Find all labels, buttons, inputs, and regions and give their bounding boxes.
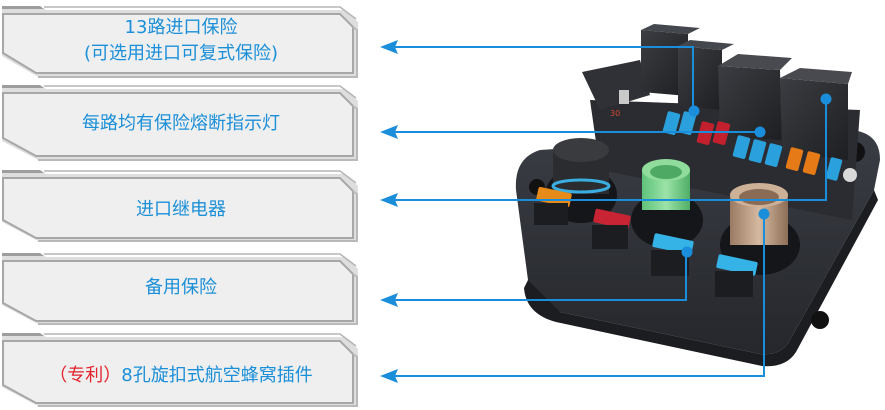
arrow-left-icon xyxy=(380,293,398,307)
anchor-dot xyxy=(758,208,770,220)
callout-title: 8孔旋扣式航空蜂窝插件 xyxy=(121,365,313,386)
callout-relays: 进口继电器 xyxy=(0,170,362,252)
callout-fuse-indicator: 每路均有保险熔断指示灯 xyxy=(0,85,362,167)
callout-title: 进口继电器 xyxy=(136,199,226,220)
callout-inlet-fuses: 13路进口保险 (可选用进口可复式保险) xyxy=(0,0,362,82)
callout-spare-fuses: 备用保险 xyxy=(0,253,362,331)
callout-title: 每路均有保险熔断指示灯 xyxy=(82,113,280,134)
arrow-left-icon xyxy=(380,125,398,139)
leader-line-spare-fuses xyxy=(393,252,687,301)
callout-subtitle: (可选用进口可复式保险) xyxy=(83,43,279,64)
leader-lines xyxy=(393,46,827,377)
callout-frame xyxy=(2,333,358,407)
anchor-dot xyxy=(820,93,832,105)
arrow-left-icon xyxy=(380,193,398,207)
callout-title: 13路进口保险 xyxy=(124,17,238,38)
arrow-left-icon xyxy=(380,40,398,54)
arrow-left-icon xyxy=(380,369,398,383)
inlet-fuses xyxy=(662,111,857,182)
callout-frame xyxy=(2,253,358,325)
anchor-dot xyxy=(754,126,766,138)
arrowheads xyxy=(380,40,398,383)
callout-frame xyxy=(2,6,358,78)
callout-connector: （专利）8孔旋扣式航空蜂窝插件 xyxy=(0,333,362,410)
callout-frame xyxy=(2,85,358,161)
anchor-dot xyxy=(688,105,700,117)
leader-line-inlet-fuses xyxy=(393,46,694,110)
rack-marking: 30 xyxy=(610,109,620,118)
callout-title: 备用保险 xyxy=(145,277,217,298)
callout-frame xyxy=(2,170,358,242)
anchor-dot xyxy=(681,246,693,258)
leader-line-relays xyxy=(393,100,827,201)
leader-line-connector xyxy=(393,214,765,377)
patent-tag: （专利） xyxy=(49,365,122,386)
anchor-dots xyxy=(681,93,832,258)
